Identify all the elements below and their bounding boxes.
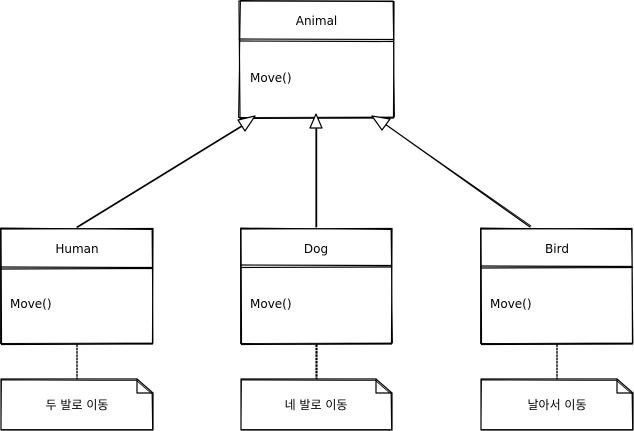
arrowhead-human bbox=[237, 115, 256, 132]
class-human-separator bbox=[0, 266, 154, 270]
note-dog[interactable]: 네 발로 이동 bbox=[240, 378, 393, 431]
inheritance-human-animal bbox=[76, 115, 256, 228]
note-human-text: 두 발로 이동 bbox=[46, 398, 109, 412]
class-animal-method: Move() bbox=[250, 71, 292, 85]
class-dog[interactable]: Dog Move() bbox=[240, 227, 393, 346]
note-human-fold bbox=[136, 378, 154, 394]
inheritance-bird-animal bbox=[371, 115, 532, 228]
class-bird-method: Move() bbox=[490, 297, 532, 311]
arrowhead-dog bbox=[309, 113, 323, 129]
inheritance-dog-animal bbox=[309, 113, 323, 228]
note-bird-fold bbox=[616, 378, 634, 394]
class-bird-name: Bird bbox=[545, 242, 569, 256]
class-animal[interactable]: Animal Move() bbox=[238, 0, 395, 120]
arrowhead-bird bbox=[371, 115, 391, 131]
note-bird[interactable]: 날아서 이동 bbox=[480, 378, 634, 431]
class-human-method: Move() bbox=[10, 297, 52, 311]
note-dog-text: 네 발로 이동 bbox=[285, 398, 348, 412]
class-dog-name: Dog bbox=[304, 242, 328, 256]
note-connector-dog bbox=[315, 344, 318, 380]
note-human[interactable]: 두 발로 이동 bbox=[0, 378, 154, 431]
class-dog-method: Move() bbox=[250, 297, 292, 311]
class-animal-name: Animal bbox=[296, 14, 338, 28]
class-human-name: Human bbox=[55, 242, 98, 256]
class-animal-separator bbox=[238, 38, 395, 43]
class-bird-separator bbox=[480, 265, 634, 269]
class-bird[interactable]: Bird Move() bbox=[480, 227, 634, 346]
class-dog-separator bbox=[240, 264, 393, 269]
class-human[interactable]: Human Move() bbox=[0, 227, 154, 346]
note-bird-text: 날아서 이동 bbox=[527, 398, 586, 412]
note-dog-fold bbox=[375, 378, 393, 394]
